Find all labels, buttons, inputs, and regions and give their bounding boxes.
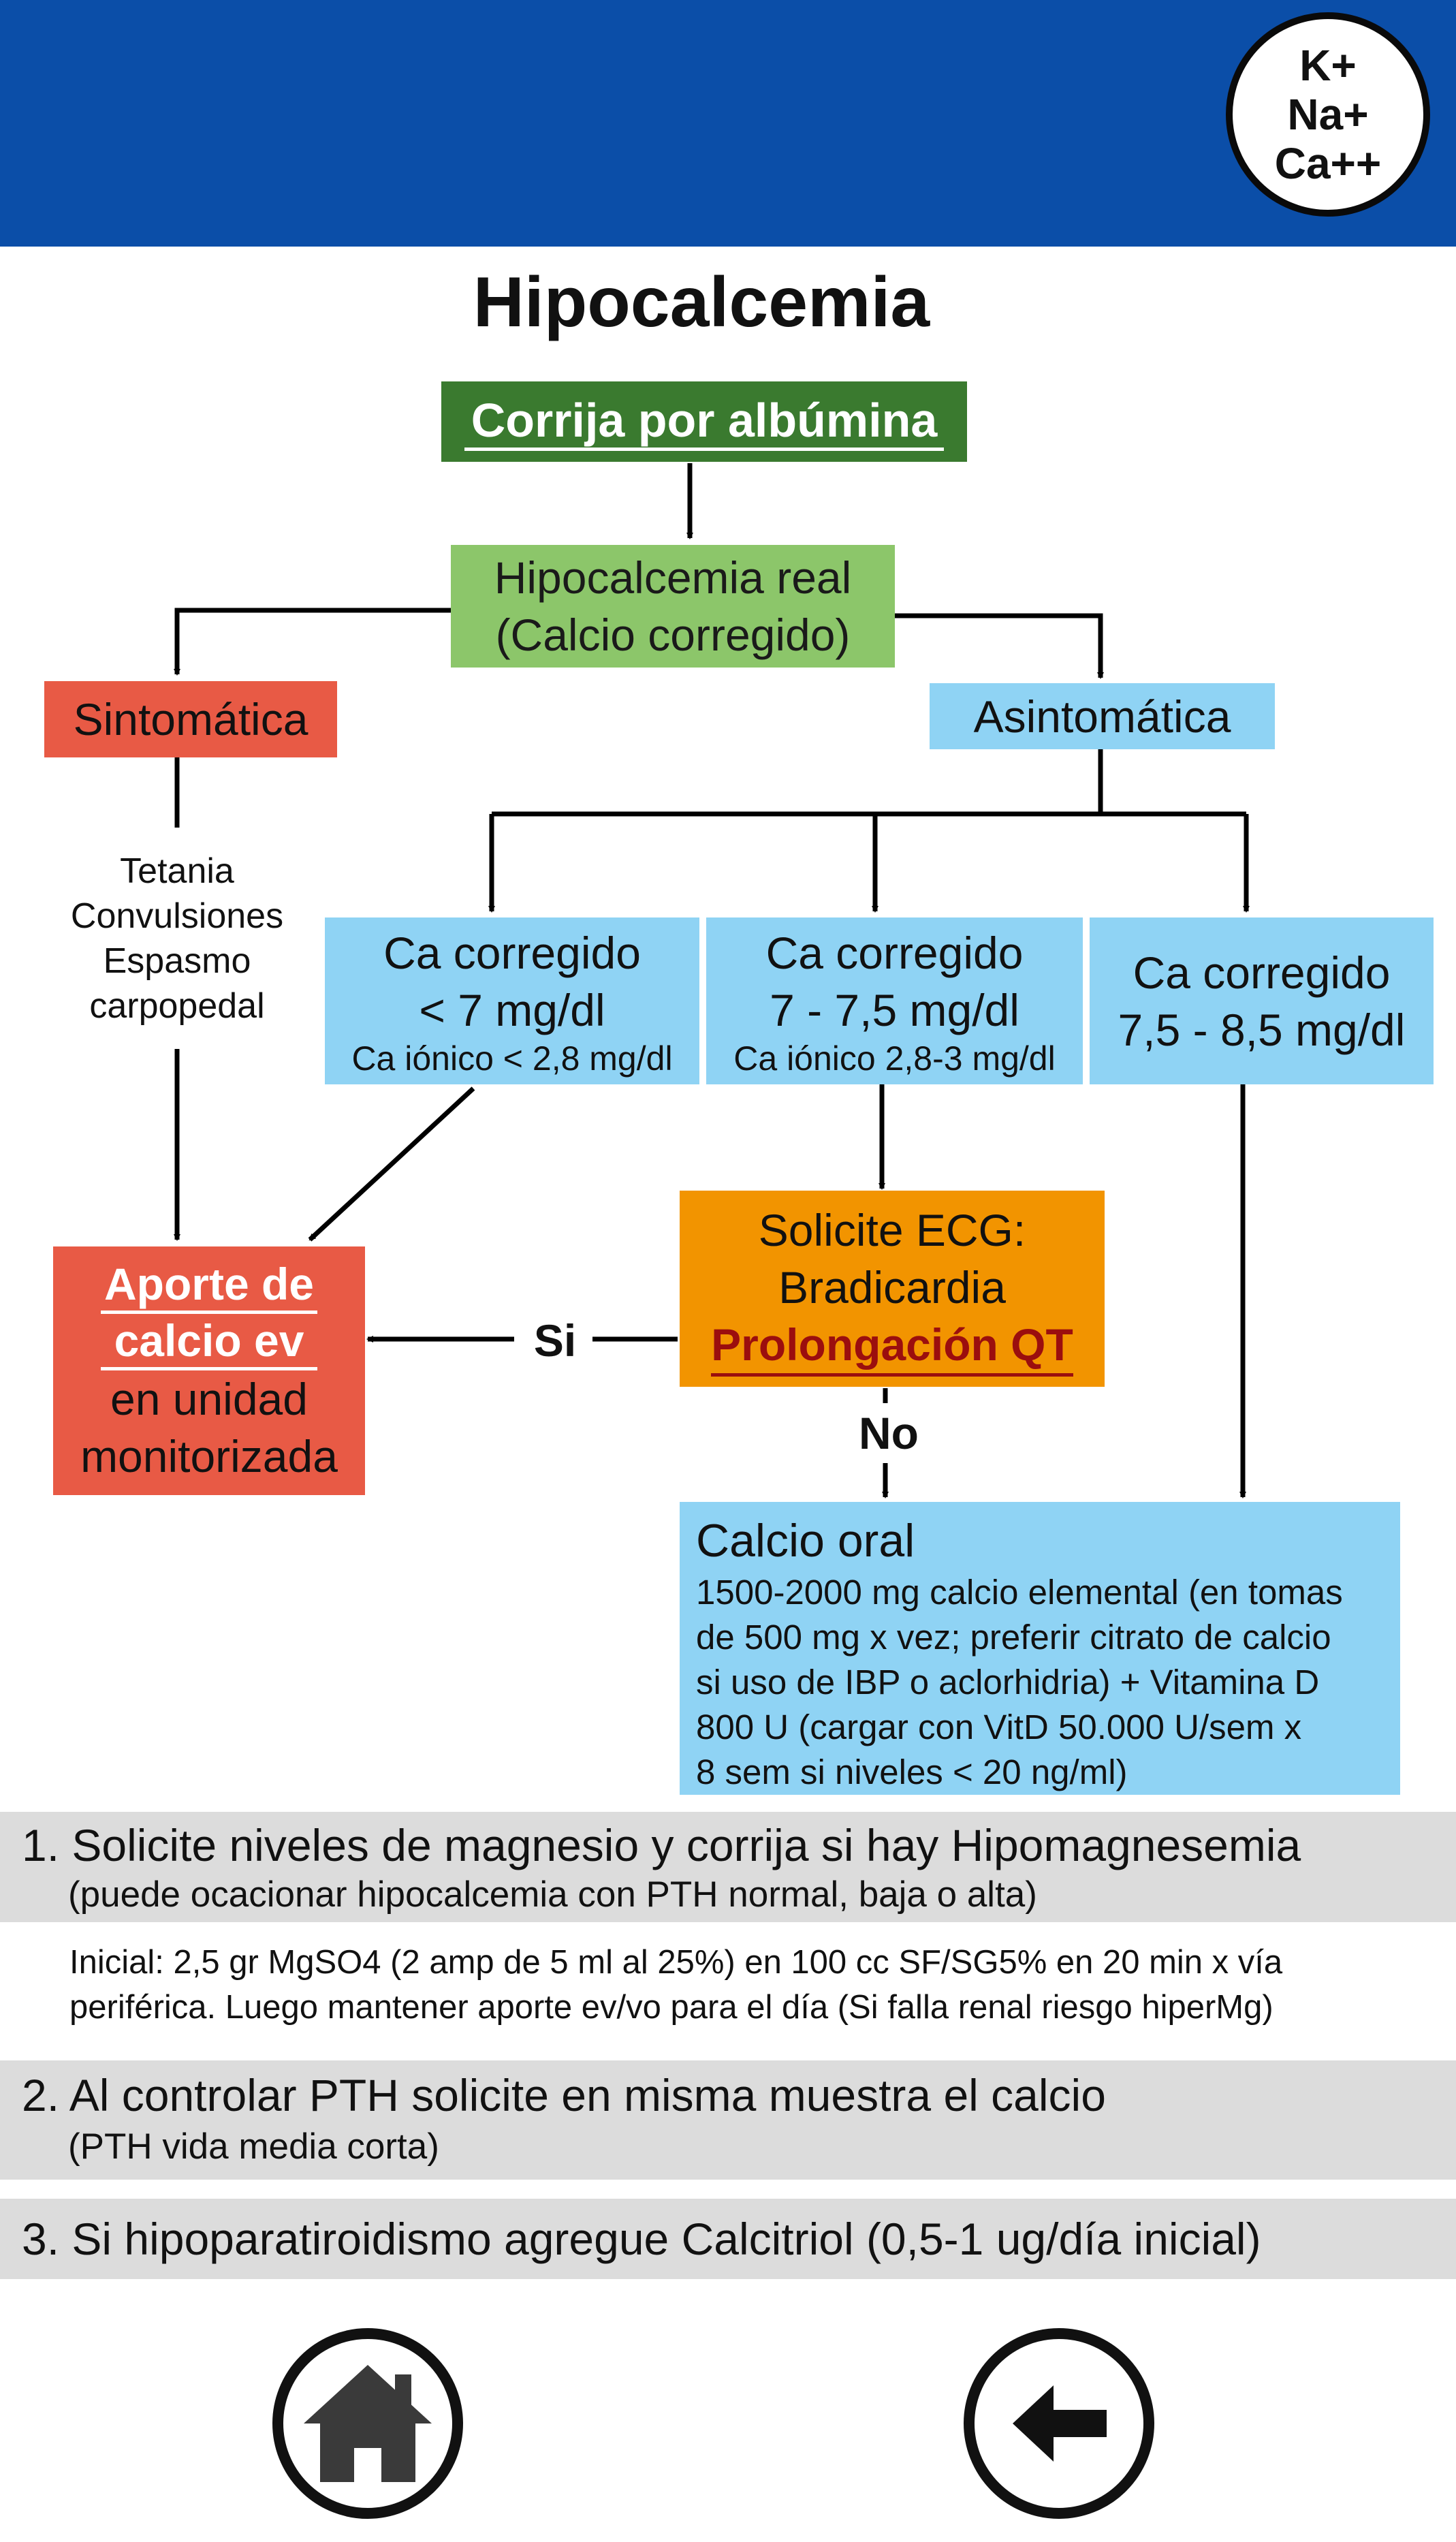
iv-line1: Aporte de (104, 1258, 315, 1309)
note-1-main: 1. Solicite niveles de magnesio y corrij… (22, 1820, 1301, 1870)
note-1-detail-line1: Inicial: 2,5 gr MgSO4 (2 amp de 5 ml al … (69, 1944, 1283, 1981)
home-button[interactable] (272, 2328, 463, 2519)
note-1-detail-line2: periférica. Luego mantener aporte ev/vo … (69, 1989, 1273, 2026)
asymptomatic-box: Asintomática (930, 683, 1275, 749)
symptom-item: Tetania (120, 851, 234, 891)
ecg-line1: Solicite ECG: (758, 1204, 1026, 1255)
app-header (0, 0, 1456, 247)
note-1: 1. Solicite niveles de magnesio y corrij… (0, 1812, 1456, 1922)
oral-title: Calcio oral (696, 1515, 915, 1567)
iv-line4: monitorizada (80, 1430, 338, 1481)
real-hypocalcemia-line2: (Calcio corregido) (495, 610, 851, 660)
oral-line: si uso de IBP o aclorhidria) + Vitamina … (696, 1663, 1320, 1701)
ecg-line2: Bradicardia (778, 1261, 1006, 1313)
badge-ca: Ca++ (1274, 139, 1382, 188)
arrow-left-icon (1013, 2385, 1107, 2462)
symptoms-list: Tetania Convulsiones Espasmo carpopedal (34, 836, 320, 1041)
badge-na: Na+ (1287, 90, 1369, 139)
symptomatic-label: Sintomática (73, 694, 308, 744)
oral-line: 8 sem si niveles < 20 ng/ml) (696, 1753, 1128, 1791)
ca-low-ionic: Ca iónico < 2,8 mg/dl (351, 1039, 673, 1078)
symptom-item: Espasmo (103, 941, 251, 981)
ca-low-line2: < 7 mg/dl (419, 984, 605, 1035)
ecg-box: Solicite ECG: Bradicardia Prolongación Q… (680, 1191, 1105, 1387)
page-title: Hipocalcemia (473, 263, 930, 342)
note-2-main: 2. Al controlar PTH solicite en misma mu… (22, 2070, 1106, 2120)
note-2: 2. Al controlar PTH solicite en misma mu… (0, 2060, 1456, 2180)
note-3: 3. Si hipoparatiroidismo agregue Calcitr… (0, 2199, 1456, 2279)
oral-line: de 500 mg x vez; preferir citrato de cal… (696, 1618, 1331, 1657)
note-1-detail: Inicial: 2,5 gr MgSO4 (2 amp de 5 ml al … (0, 1940, 1456, 2042)
ca-high-line2: 7,5 - 8,5 mg/dl (1118, 1004, 1406, 1055)
note-2-sub: (PTH vida media corta) (68, 2127, 439, 2167)
iv-line3: en unidad (110, 1373, 308, 1424)
no-label: No (859, 1408, 919, 1458)
arrow-ca-low-to-iv (308, 1086, 475, 1242)
back-button[interactable] (964, 2328, 1154, 2519)
ecg-line3: Prolongación QT (711, 1316, 1073, 1377)
symptom-item: carpopedal (89, 986, 265, 1026)
symptom-item: Convulsiones (70, 896, 284, 936)
ca-mid-line1: Ca corregido (765, 927, 1024, 978)
note-1-sub: (puede ocacionar hipocalcemia con PTH no… (68, 1874, 1037, 1915)
correct-albumin-label: Corrija por albúmina (464, 393, 945, 451)
yes-label: Si (533, 1315, 577, 1366)
oral-calcium-box: Calcio oral 1500-2000 mg calcio elementa… (680, 1502, 1400, 1795)
ca-low-line1: Ca corregido (383, 927, 641, 978)
ca-mid-ionic: Ca iónico 2,8-3 mg/dl (733, 1039, 1056, 1078)
badge-k: K+ (1299, 41, 1357, 90)
arrow-real-to-symptomatic (174, 608, 451, 676)
electrolytes-badge: K+ Na+ Ca++ (1226, 12, 1430, 217)
symptomatic-box: Sintomática (44, 681, 337, 757)
iv-calcium-box: Aporte de calcio ev en unidad monitoriza… (53, 1246, 365, 1495)
oral-line: 800 U (cargar con VitD 50.000 U/sem x (696, 1708, 1302, 1746)
real-hypocalcemia-box: Hipocalcemia real (Calcio corregido) (451, 545, 895, 668)
iv-line2: calcio ev (100, 1310, 318, 1370)
note-3-main: 3. Si hipoparatiroidismo agregue Calcitr… (22, 2214, 1261, 2264)
ca-mid-line2: 7 - 7,5 mg/dl (770, 984, 1019, 1035)
ca-mid-box: Ca corregido 7 - 7,5 mg/dl Ca iónico 2,8… (706, 917, 1083, 1084)
oral-line: 1500-2000 mg calcio elemental (en tomas (696, 1573, 1343, 1612)
arrow-real-to-asymptomatic (895, 613, 1104, 679)
correct-albumin-box: Corrija por albúmina (441, 381, 967, 462)
real-hypocalcemia-line1: Hipocalcemia real (494, 552, 852, 603)
ca-high-line1: Ca corregido (1133, 947, 1391, 998)
asymptomatic-label: Asintomática (973, 691, 1231, 742)
ca-low-box: Ca corregido < 7 mg/dl Ca iónico < 2,8 m… (325, 917, 699, 1084)
home-icon (304, 2365, 432, 2482)
ca-high-box: Ca corregido 7,5 - 8,5 mg/dl (1090, 917, 1434, 1084)
